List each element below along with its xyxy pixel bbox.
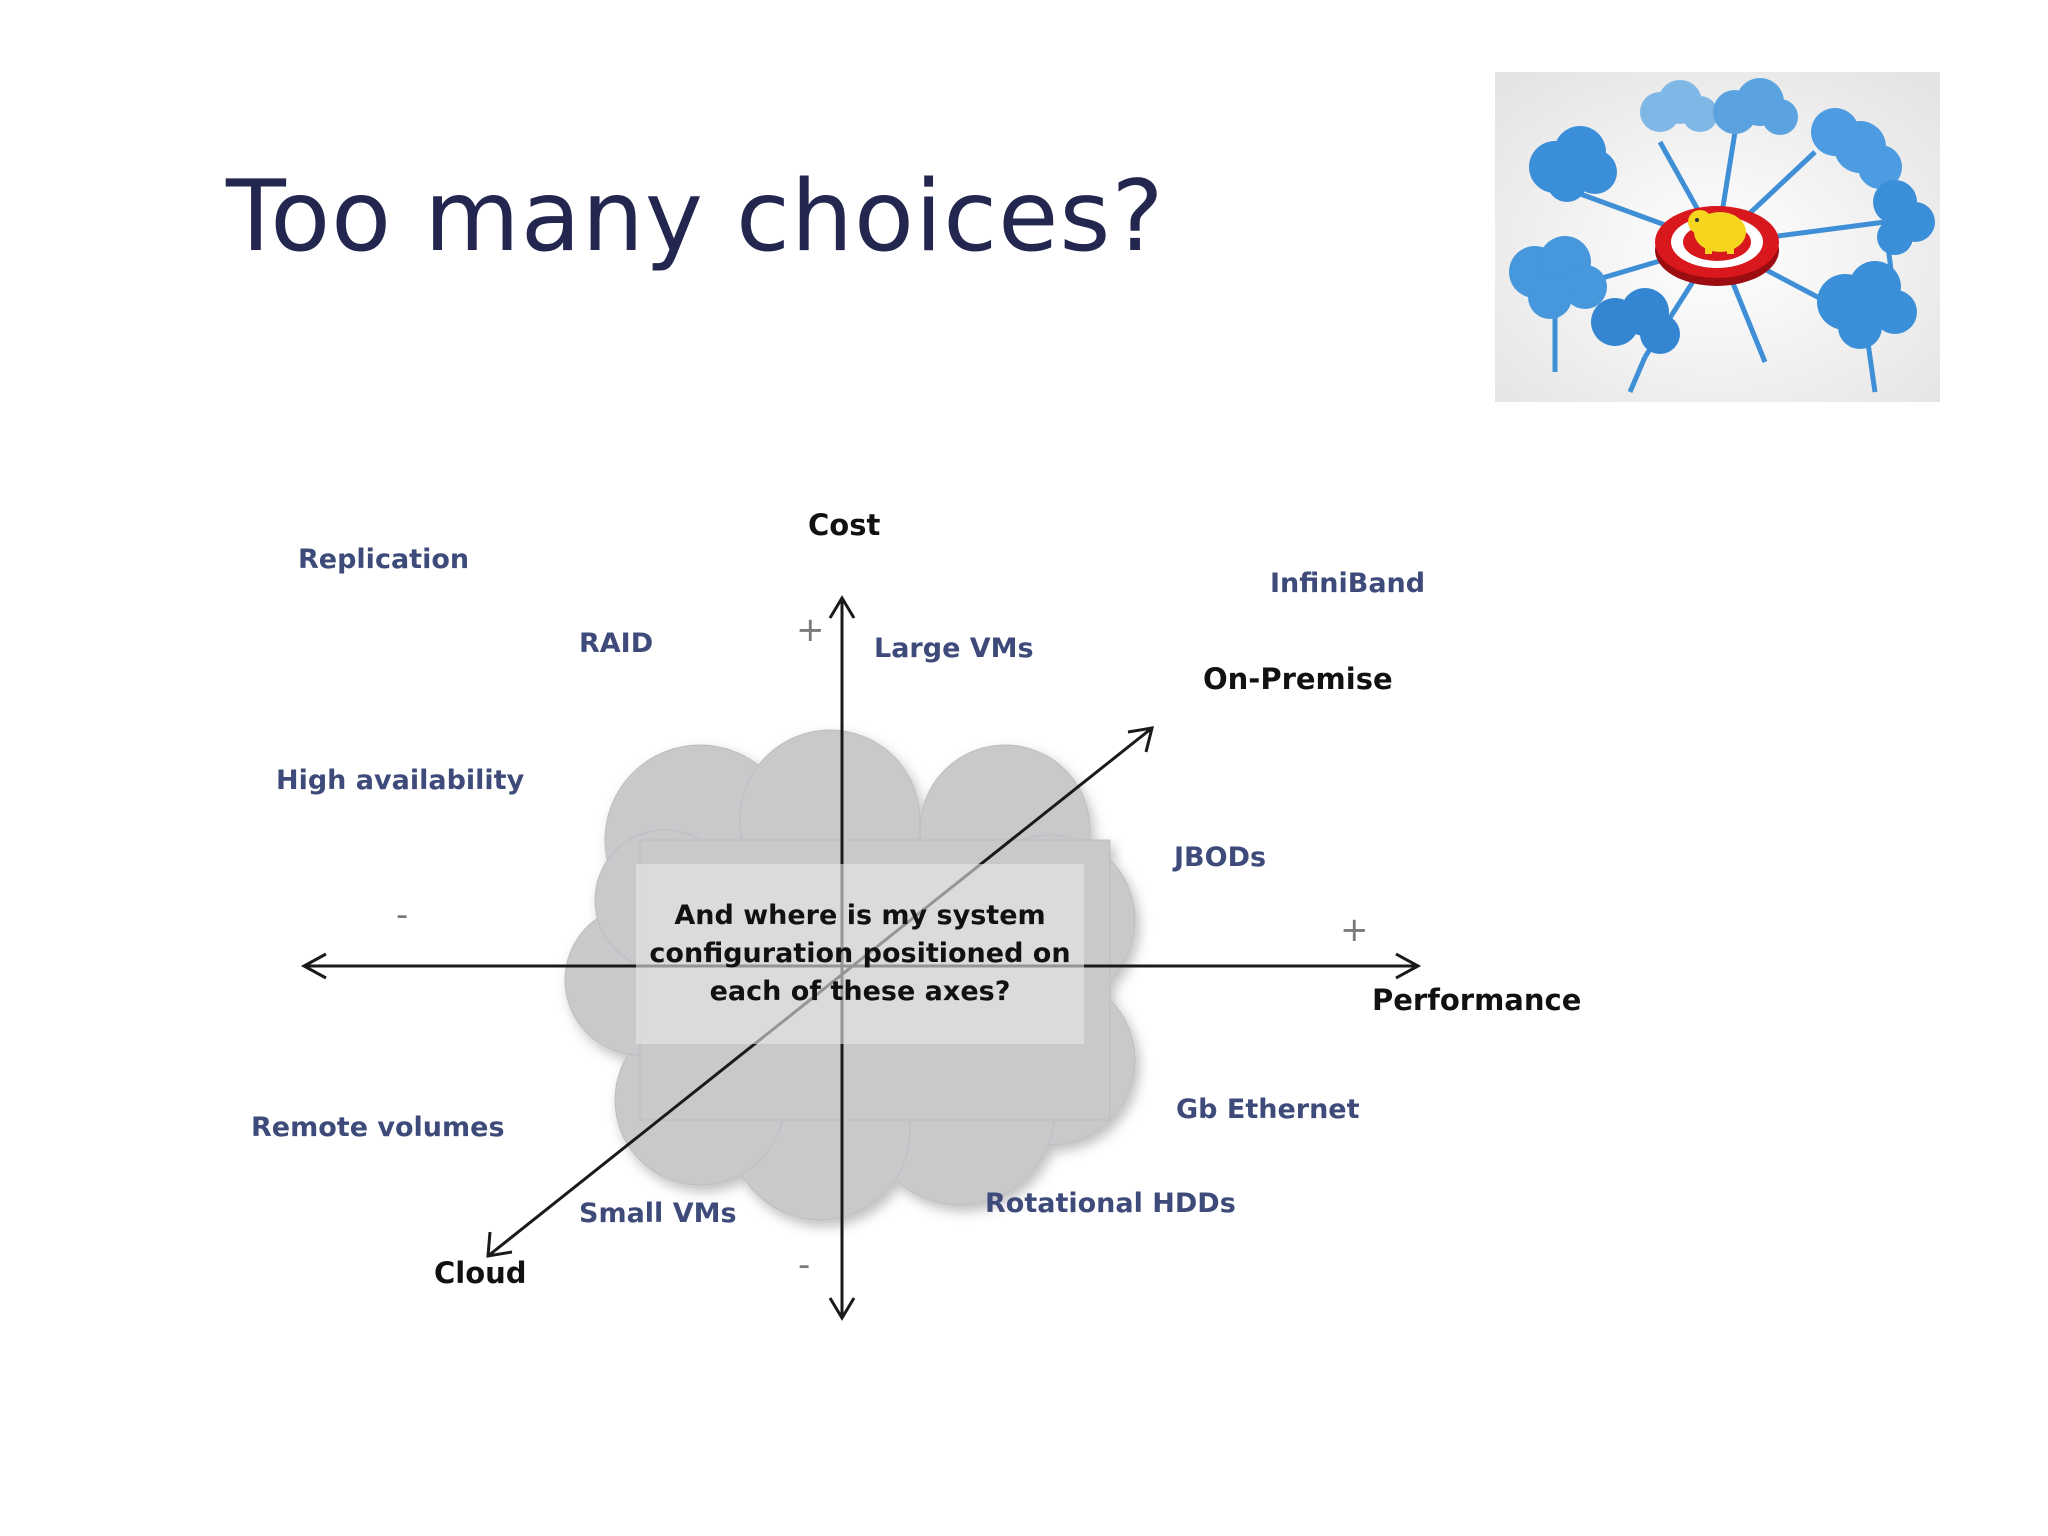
question-line-2: configuration positioned on xyxy=(649,938,1071,969)
option-replication: Replication xyxy=(298,544,470,575)
option-small-vms: Small VMs xyxy=(579,1198,737,1229)
cost-plus-sign: + xyxy=(796,610,825,650)
option-rotational-hdds: Rotational HDDs xyxy=(985,1188,1236,1219)
axis-label-performance: Performance xyxy=(1372,983,1582,1017)
option-remote-volumes: Remote volumes xyxy=(251,1112,505,1143)
axis-label-cost: Cost xyxy=(808,508,881,542)
question-line-1: And where is my system xyxy=(674,900,1046,931)
option-high-availability: High availability xyxy=(276,765,525,796)
option-large-vms: Large VMs xyxy=(874,633,1034,664)
performance-minus-sign: - xyxy=(396,895,409,935)
hadoop-cloud-illustration xyxy=(1495,72,1940,402)
question-line-3: each of these axes? xyxy=(709,976,1011,1007)
option-raid: RAID xyxy=(579,628,654,659)
hadoop-cloud-network-icon xyxy=(1495,72,1940,402)
option-infiniband: InfiniBand xyxy=(1270,568,1426,599)
cost-minus-sign: - xyxy=(798,1245,811,1285)
slide-title: Too many choices? xyxy=(226,160,1165,274)
option-gb-ethernet: Gb Ethernet xyxy=(1176,1094,1360,1125)
performance-plus-sign: + xyxy=(1340,910,1369,950)
axis-label-cloud: Cloud xyxy=(434,1256,527,1290)
axis-label-on-premise: On-Premise xyxy=(1203,662,1393,696)
question-box: And where is my system configuration pos… xyxy=(636,864,1084,1044)
option-jbods: JBODs xyxy=(1174,842,1267,873)
